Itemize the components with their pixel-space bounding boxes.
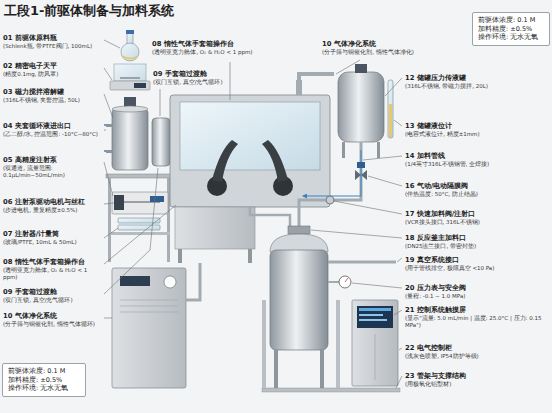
parameter-text: 前驱体浓度: 0.1 M (8, 367, 80, 376)
parameter-text: 加料精度: ±0.5% (8, 376, 80, 385)
antechamber (152, 118, 170, 166)
callout: 13 储罐液位计(电容式液位计, 精度±1mm) (405, 122, 550, 138)
callout: 19 真空系统接口(用于管线排空, 极限真空 <10 Pa) (405, 256, 550, 272)
callout-title: 01 前驱体原料瓶 (3, 34, 102, 43)
callout-detail: (伴热温度: 50°C, 防止结晶) (405, 191, 550, 198)
callout-detail: (双门互锁, 真空/充气循环) (3, 297, 102, 304)
parameter-text: 操作环境: 无水无氧 (478, 33, 544, 42)
callout: 04 夹套循环液进出口(乙二醇/水, 控温范围: -10°C~80°C) (3, 122, 102, 138)
parameter-box: 前驱体浓度: 0.1 M加料精度: ±0.5%操作环境: 无水无氧 (472, 12, 550, 46)
callout-detail: (1/4英寸316L不锈钢管, 全焊接) (405, 161, 550, 168)
dissolution-tank (104, 97, 148, 170)
callout: 18 反应釜主加料口(DN25法兰接口, 带密封垫) (405, 234, 550, 250)
callout-detail: (量程: -0.1 ~ 1.0 MPa) (405, 293, 550, 300)
glovebox (170, 74, 334, 263)
callout-title: 19 真空系统接口 (405, 256, 550, 265)
callout: 20 压力表与安全阀(量程: -0.1 ~ 1.0 MPa) (405, 284, 550, 300)
callout-detail: (玻璃/PTFE, 10mL & 50mL) (3, 239, 102, 246)
callout-detail: (DN25法兰接口, 带密封垫) (405, 243, 550, 250)
callout-title: 22 电气控制柜 (405, 344, 550, 353)
callout: 08 惰性气体手套箱操作台(透明亚克力舱体, O₂ & H₂O < 1 ppm) (3, 258, 102, 281)
callout-title: 08 惰性气体手套箱操作台 (3, 258, 102, 267)
callout-title: 09 手套箱过渡舱 (3, 288, 102, 297)
callout-detail: (精度0.1mg, 防风罩) (3, 71, 102, 78)
callout: 22 电气控制柜(浅灰色喷塑, IP54防护等级) (405, 344, 550, 360)
callout-detail: (分子筛与铜催化剂, 惰性气体循环) (3, 321, 102, 328)
callout: 10 气体净化系统(分子筛与铜催化剂, 惰性气体净化) (322, 40, 442, 56)
callout-detail: (316L不锈钢, 夹套控温, 50L) (3, 97, 102, 104)
callout: 17 快速加料阀/注射口(VCR接头接口, 316L不锈钢) (405, 210, 550, 226)
callout-title: 21 控制系统触摸屏 (405, 306, 550, 315)
callout-title: 10 气体净化系统 (322, 40, 442, 49)
callout: 06 注射泵驱动电机与丝杠(步进电机, 重复精度±0.5%) (3, 198, 102, 214)
callout: 21 控制系统触摸屏(显示"流量: 5.0 mL/min | 温度: 25.0°… (405, 306, 550, 329)
callout-title: 09 手套箱过渡舱 (153, 70, 263, 79)
callout: 10 气体净化系统(分子筛与铜催化剂, 惰性气体循环) (3, 312, 102, 328)
callout-title: 07 注射器/计量筒 (3, 230, 102, 239)
callout: 08 惰性气体手套箱操作台(透明亚克力舱体, O₂ & H₂O < 1 ppm) (152, 40, 302, 56)
callout: 09 手套箱过渡舱(双门互锁, 真空/充气循环) (3, 288, 102, 304)
flask (121, 30, 139, 61)
callout: 01 前驱体原料瓶(Schlenk瓶, 带PTFE阀门, 100mL) (3, 34, 102, 50)
callout-title: 12 储罐压力传液罐 (405, 74, 550, 83)
callout-detail: (分子筛与铜催化剂, 惰性气体净化) (322, 49, 442, 56)
callout-detail: (用极氧化铝型材) (405, 381, 550, 388)
parameter-text: 加料精度: ±0.5% (478, 25, 544, 34)
callout-title: 10 气体净化系统 (3, 312, 102, 321)
callout: 12 储罐压力传液罐(316L不锈钢, 带磁力搅拌, 20L) (405, 74, 550, 90)
leader-lines (104, 40, 402, 388)
callout: 07 注射器/计量筒(玻璃/PTFE, 10mL & 50mL) (3, 230, 102, 246)
callout-title: 06 注射泵驱动电机与丝杠 (3, 198, 102, 207)
callout-title: 03 磁力搅拌溶解罐 (3, 88, 102, 97)
syringe-pump (110, 192, 170, 235)
parameter-box: 前驱体浓度: 0.1 M加料精度: ±0.5%操作环境: 无水无氧 (2, 363, 86, 397)
callout-title: 16 气动/电动隔膜阀 (405, 182, 550, 191)
callout: 02 精密电子天平(精度0.1mg, 防风罩) (3, 62, 102, 78)
support-frame (262, 300, 400, 392)
callout-title: 18 反应釜主加料口 (405, 234, 550, 243)
gas-purifier (112, 263, 200, 388)
callout-title: 08 惰性气体手套箱操作台 (152, 40, 302, 49)
parameter-text: 操作环境: 无水无氧 (8, 384, 80, 393)
callout-title: 23 管架与支撑结构 (405, 372, 550, 381)
callout-detail: (316L不锈钢, 带磁力搅拌, 20L) (405, 83, 550, 90)
callout-title: 20 压力表与安全阀 (405, 284, 550, 293)
callout: 05 高精度注射泵(双通道, 流量范围: 0.1μL/min~50mL/min) (3, 156, 102, 179)
callout-title: 14 加料管线 (405, 152, 550, 161)
balance (110, 64, 150, 90)
control-cabinet (352, 300, 398, 386)
callout-detail: (电容式液位计, 精度±1mm) (405, 131, 550, 138)
callout: 03 磁力搅拌溶解罐(316L不锈钢, 夹套控温, 50L) (3, 88, 102, 104)
callout-detail: (双通道, 流量范围: 0.1μL/min~50mL/min) (3, 165, 102, 179)
callout-title: 04 夹套循环液进出口 (3, 122, 102, 131)
callout: 09 手套箱过渡舱(双门互锁, 真空/充气循环) (153, 70, 263, 86)
parameter-text: 前驱体浓度: 0.1 M (478, 16, 544, 25)
callout-detail: (透明亚克力舱体, O₂ & H₂O < 1 ppm) (3, 267, 102, 281)
callout-title: 17 快速加料阀/注射口 (405, 210, 550, 219)
callout-title: 13 储罐液位计 (405, 122, 550, 131)
storage-tank (338, 64, 393, 158)
callout-detail: (乙二醇/水, 控温范围: -10°C~80°C) (3, 131, 102, 138)
callout-detail: (双门互锁, 真空/充气循环) (153, 79, 263, 86)
callout-detail: (透明亚克力舱体, O₂ & H₂O < 1 ppm) (152, 49, 302, 56)
feed-line (250, 142, 367, 226)
callout: 23 管架与支撑结构(用极氧化铝型材) (405, 372, 550, 388)
title: 工段1-前驱体制备与加料系统 (4, 3, 174, 19)
callout-title: 02 精密电子天平 (3, 62, 102, 71)
callout-detail: (用于管线排空, 极限真空 <10 Pa) (405, 265, 550, 272)
callout-detail: (步进电机, 重复精度±0.5%) (3, 207, 102, 214)
callout: 14 加料管线(1/4英寸316L不锈钢管, 全焊接) (405, 152, 550, 168)
callout-detail: (Schlenk瓶, 带PTFE阀门, 100mL) (3, 43, 102, 50)
callout-detail: (VCR接头接口, 316L不锈钢) (405, 219, 550, 226)
callout-detail: (浅灰色喷塑, IP54防护等级) (405, 353, 550, 360)
callout-detail: (显示"流量: 5.0 mL/min | 温度: 25.0°C | 压力: 0.… (405, 315, 550, 329)
callout-title: 05 高精度注射泵 (3, 156, 102, 165)
callout: 16 气动/电动隔膜阀(伴热温度: 50°C, 防止结晶) (405, 182, 550, 198)
